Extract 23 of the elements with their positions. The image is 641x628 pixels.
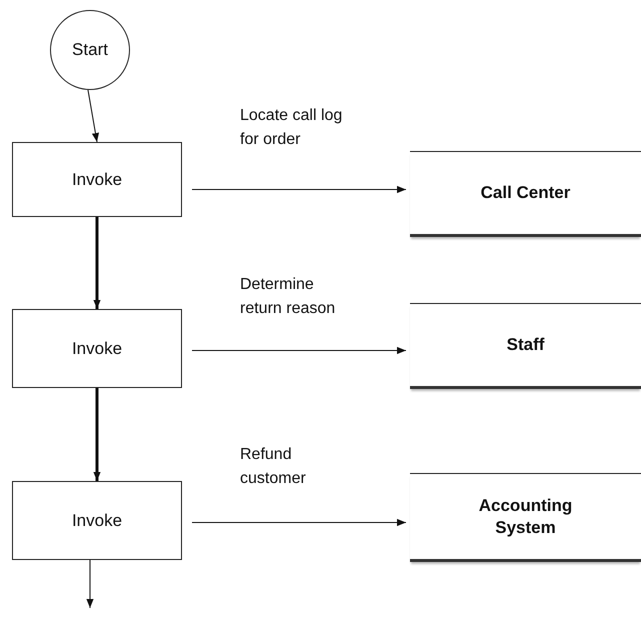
- edge-label: Locate call log for order: [240, 106, 344, 150]
- arrow: [88, 90, 99, 142]
- arrow: [86, 560, 94, 608]
- node-label: Invoke: [72, 338, 122, 360]
- node-label: Invoke: [72, 510, 122, 532]
- arrow: [192, 186, 406, 194]
- process-box: [12, 481, 182, 560]
- node-label: Start: [72, 39, 108, 61]
- data-store: [410, 303, 641, 389]
- data-store: [410, 151, 641, 237]
- process-box: [12, 309, 182, 388]
- node-label: Call Center: [480, 182, 570, 204]
- edge-label: Refund customer: [240, 445, 307, 489]
- process-box: [12, 142, 182, 217]
- arrow: [93, 217, 101, 309]
- edge-label: Determine return reason: [240, 275, 336, 319]
- node-label: Accounting System: [478, 495, 574, 538]
- node-label: Invoke: [72, 168, 122, 190]
- node-label: Staff: [506, 334, 544, 356]
- data-store: [410, 473, 641, 562]
- arrow: [192, 346, 406, 354]
- arrow: [192, 518, 406, 526]
- arrow: [93, 388, 101, 481]
